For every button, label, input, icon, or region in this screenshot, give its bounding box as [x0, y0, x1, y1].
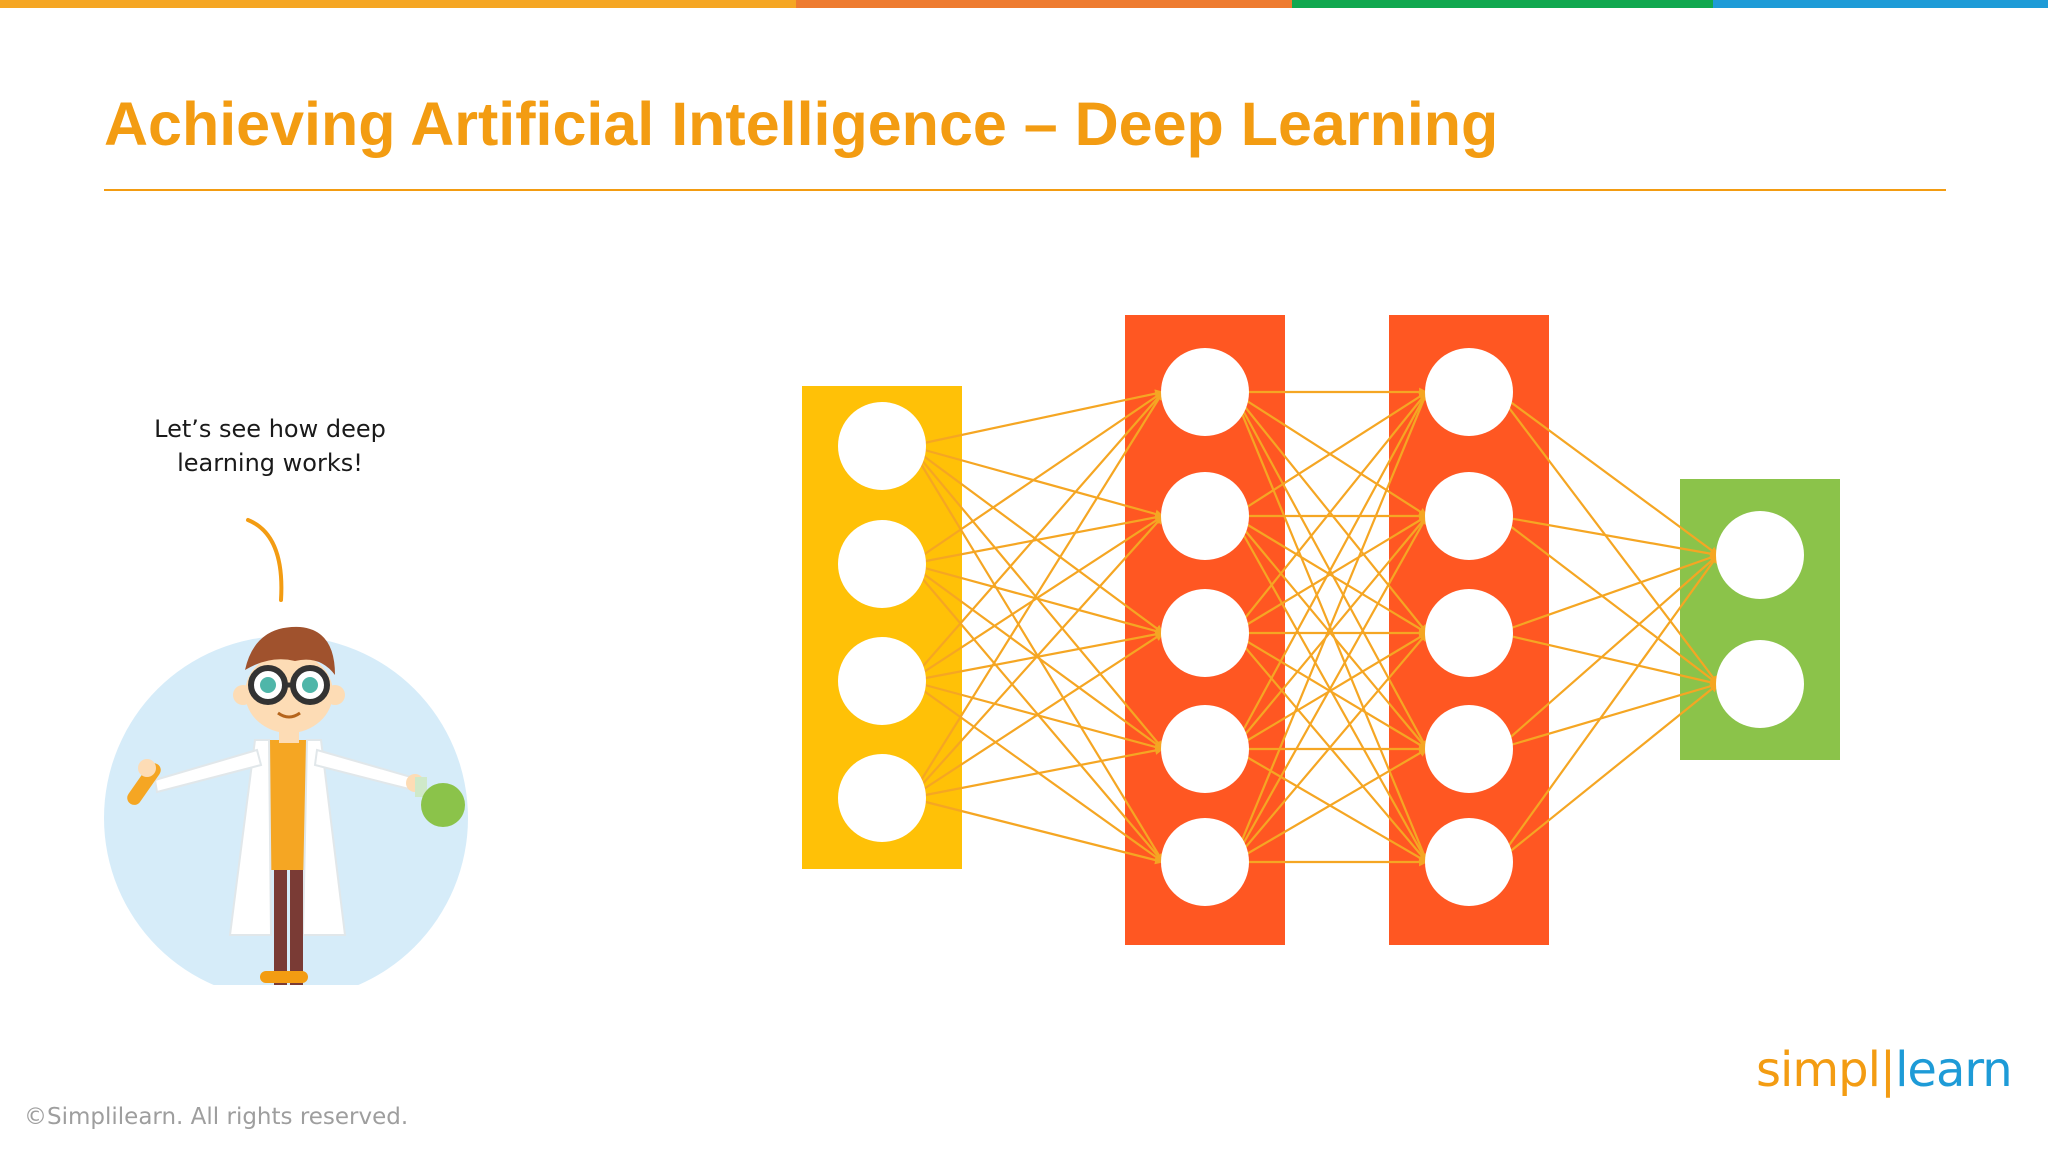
slide-title: Achieving Artificial Intelligence – Deep… [104, 90, 1499, 158]
connection-arrow [1232, 391, 1428, 750]
speech-line-2: learning works! [177, 449, 363, 477]
connection-arrow [1232, 391, 1428, 634]
logo-simpl: simpl [1756, 1042, 1881, 1098]
brand-bar-orange [0, 0, 796, 8]
connection-arrow [1232, 515, 1428, 750]
scientist-icon [104, 518, 468, 985]
network-nodes [838, 348, 1804, 906]
logo-pipe: | [1879, 1042, 1896, 1098]
brand-bar-green [1292, 0, 1713, 8]
connection-arrow [909, 513, 1164, 566]
connection-arrow [1496, 553, 1719, 635]
connection-arrow [909, 746, 1164, 800]
connection-arrow [909, 680, 1164, 863]
output-node [1716, 640, 1804, 728]
hidden-node [1161, 472, 1249, 560]
connection-arrow [909, 796, 1164, 865]
speech-line-1: Let’s see how deep [154, 415, 386, 443]
network-connections [909, 387, 1719, 867]
connection-arrow [909, 391, 1164, 799]
connection-arrow [1231, 391, 1429, 863]
title-divider [104, 189, 1946, 191]
connection-arrow [909, 389, 1164, 448]
hidden-node [1161, 818, 1249, 906]
input-node [838, 402, 926, 490]
connection-arrow [909, 515, 1164, 799]
connection-arrow [1496, 682, 1719, 751]
hidden-node [1425, 348, 1513, 436]
hidden-node [1425, 705, 1513, 793]
connection-arrow [1496, 554, 1719, 750]
hidden-node [1161, 589, 1249, 677]
copyright-text: ©Simplilearn. All rights reserved. [24, 1104, 409, 1130]
connection-arrow [909, 444, 1164, 519]
connection-arrow [1232, 632, 1428, 863]
brand-bar-blue [1713, 0, 2048, 8]
connection-arrow [909, 632, 1164, 799]
connection-arrow [1496, 554, 1719, 863]
connection-arrow [1496, 515, 1719, 685]
hidden-node [1161, 705, 1249, 793]
connection-arrow [1232, 515, 1428, 863]
connection-arrow [909, 391, 1164, 682]
connection-arrow [1496, 683, 1719, 863]
connection-arrow [1232, 391, 1428, 517]
connection-arrow [1496, 391, 1719, 685]
connection-arrow [1496, 631, 1719, 687]
connection-arrow [1496, 391, 1719, 556]
connection-arrow [909, 515, 1164, 682]
input-node [838, 754, 926, 842]
connection-arrow [909, 445, 1164, 863]
logo-learn: learn [1895, 1042, 2013, 1098]
hidden-node [1161, 348, 1249, 436]
hidden-node [1425, 472, 1513, 560]
input-node [838, 520, 926, 608]
connection-arrow [1232, 515, 1428, 634]
brand-color-bar [0, 0, 2048, 8]
brand-bar-dark-orange [796, 0, 1292, 8]
connection-arrow [1232, 748, 1428, 863]
hidden-node [1425, 818, 1513, 906]
input-node [838, 637, 926, 725]
speech-bubble-text: Let’s see how deep learning works! [140, 412, 400, 480]
connection-arrow [909, 391, 1164, 565]
connection-arrow [909, 563, 1164, 863]
output-node [1716, 511, 1804, 599]
hidden-node [1425, 589, 1513, 677]
simplilearn-logo: simpl|learn [1756, 1042, 2013, 1098]
connection-arrow [1496, 514, 1719, 558]
